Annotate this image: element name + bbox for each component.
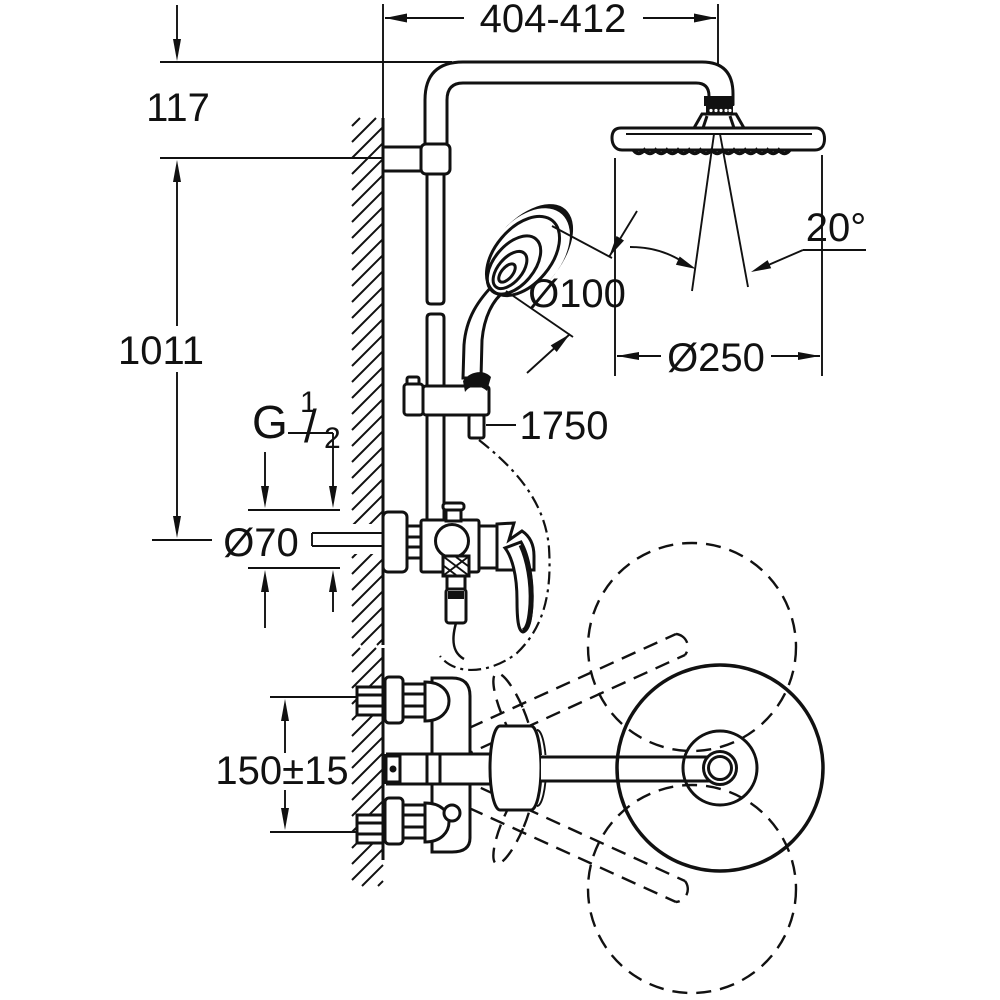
thread-g: G	[252, 396, 288, 448]
dim-top-width-label: 404-412	[480, 0, 627, 41]
dim-escutcheon-dia-label: Ø70	[223, 521, 299, 565]
hand-shower-handle	[461, 279, 509, 380]
mixer-front-view	[381, 501, 536, 661]
wall-hatching-lower	[351, 647, 384, 887]
thread-numerator: 1	[300, 386, 317, 419]
dim-outlet-spacing-label: 150±15	[215, 749, 348, 793]
thread-denominator: 2	[324, 422, 341, 455]
wall-hatching-upper	[351, 117, 384, 646]
headshower-plan-view	[615, 663, 825, 873]
thread-size-label: G 1 / 2	[252, 386, 341, 455]
hand-shower	[461, 204, 574, 380]
hose-start	[452, 622, 465, 661]
handshower-dia-annotation	[505, 210, 638, 374]
dim-spray-angle-label: 20°	[806, 206, 867, 250]
headshower-side-view	[610, 96, 827, 156]
mixer-plan-view	[355, 675, 472, 854]
dim-headshower-dia-label: Ø250	[667, 336, 765, 380]
hose-nipple	[467, 413, 486, 440]
thread-slash: /	[304, 400, 317, 452]
dimension-lines	[152, 4, 823, 833]
dim-hose-length-label: 1750	[520, 404, 609, 448]
dim-handshower-dia-label: Ø100	[528, 272, 626, 316]
dim-rail-height-label: 1011	[118, 329, 204, 373]
escutcheon	[381, 510, 409, 574]
diverter-knob	[441, 501, 466, 512]
shower-rail-and-arm	[381, 60, 735, 525]
dimension-labels: 404-412 117 1011 G 1 / 2 Ø70 Ø100 1750 2…	[118, 0, 866, 793]
spray-angle-annotation	[629, 133, 866, 292]
dim-arm-offset-label: 117	[146, 86, 210, 130]
wall-bracket	[381, 145, 425, 173]
hand-shower-holder	[402, 372, 491, 440]
mixer-cartridge	[434, 523, 470, 559]
handshower-hose-phantom	[439, 439, 551, 671]
wall-pipe-gap	[349, 524, 383, 554]
headshower-swivel-range	[446, 541, 798, 995]
hand-shower-face-rim	[505, 204, 574, 282]
